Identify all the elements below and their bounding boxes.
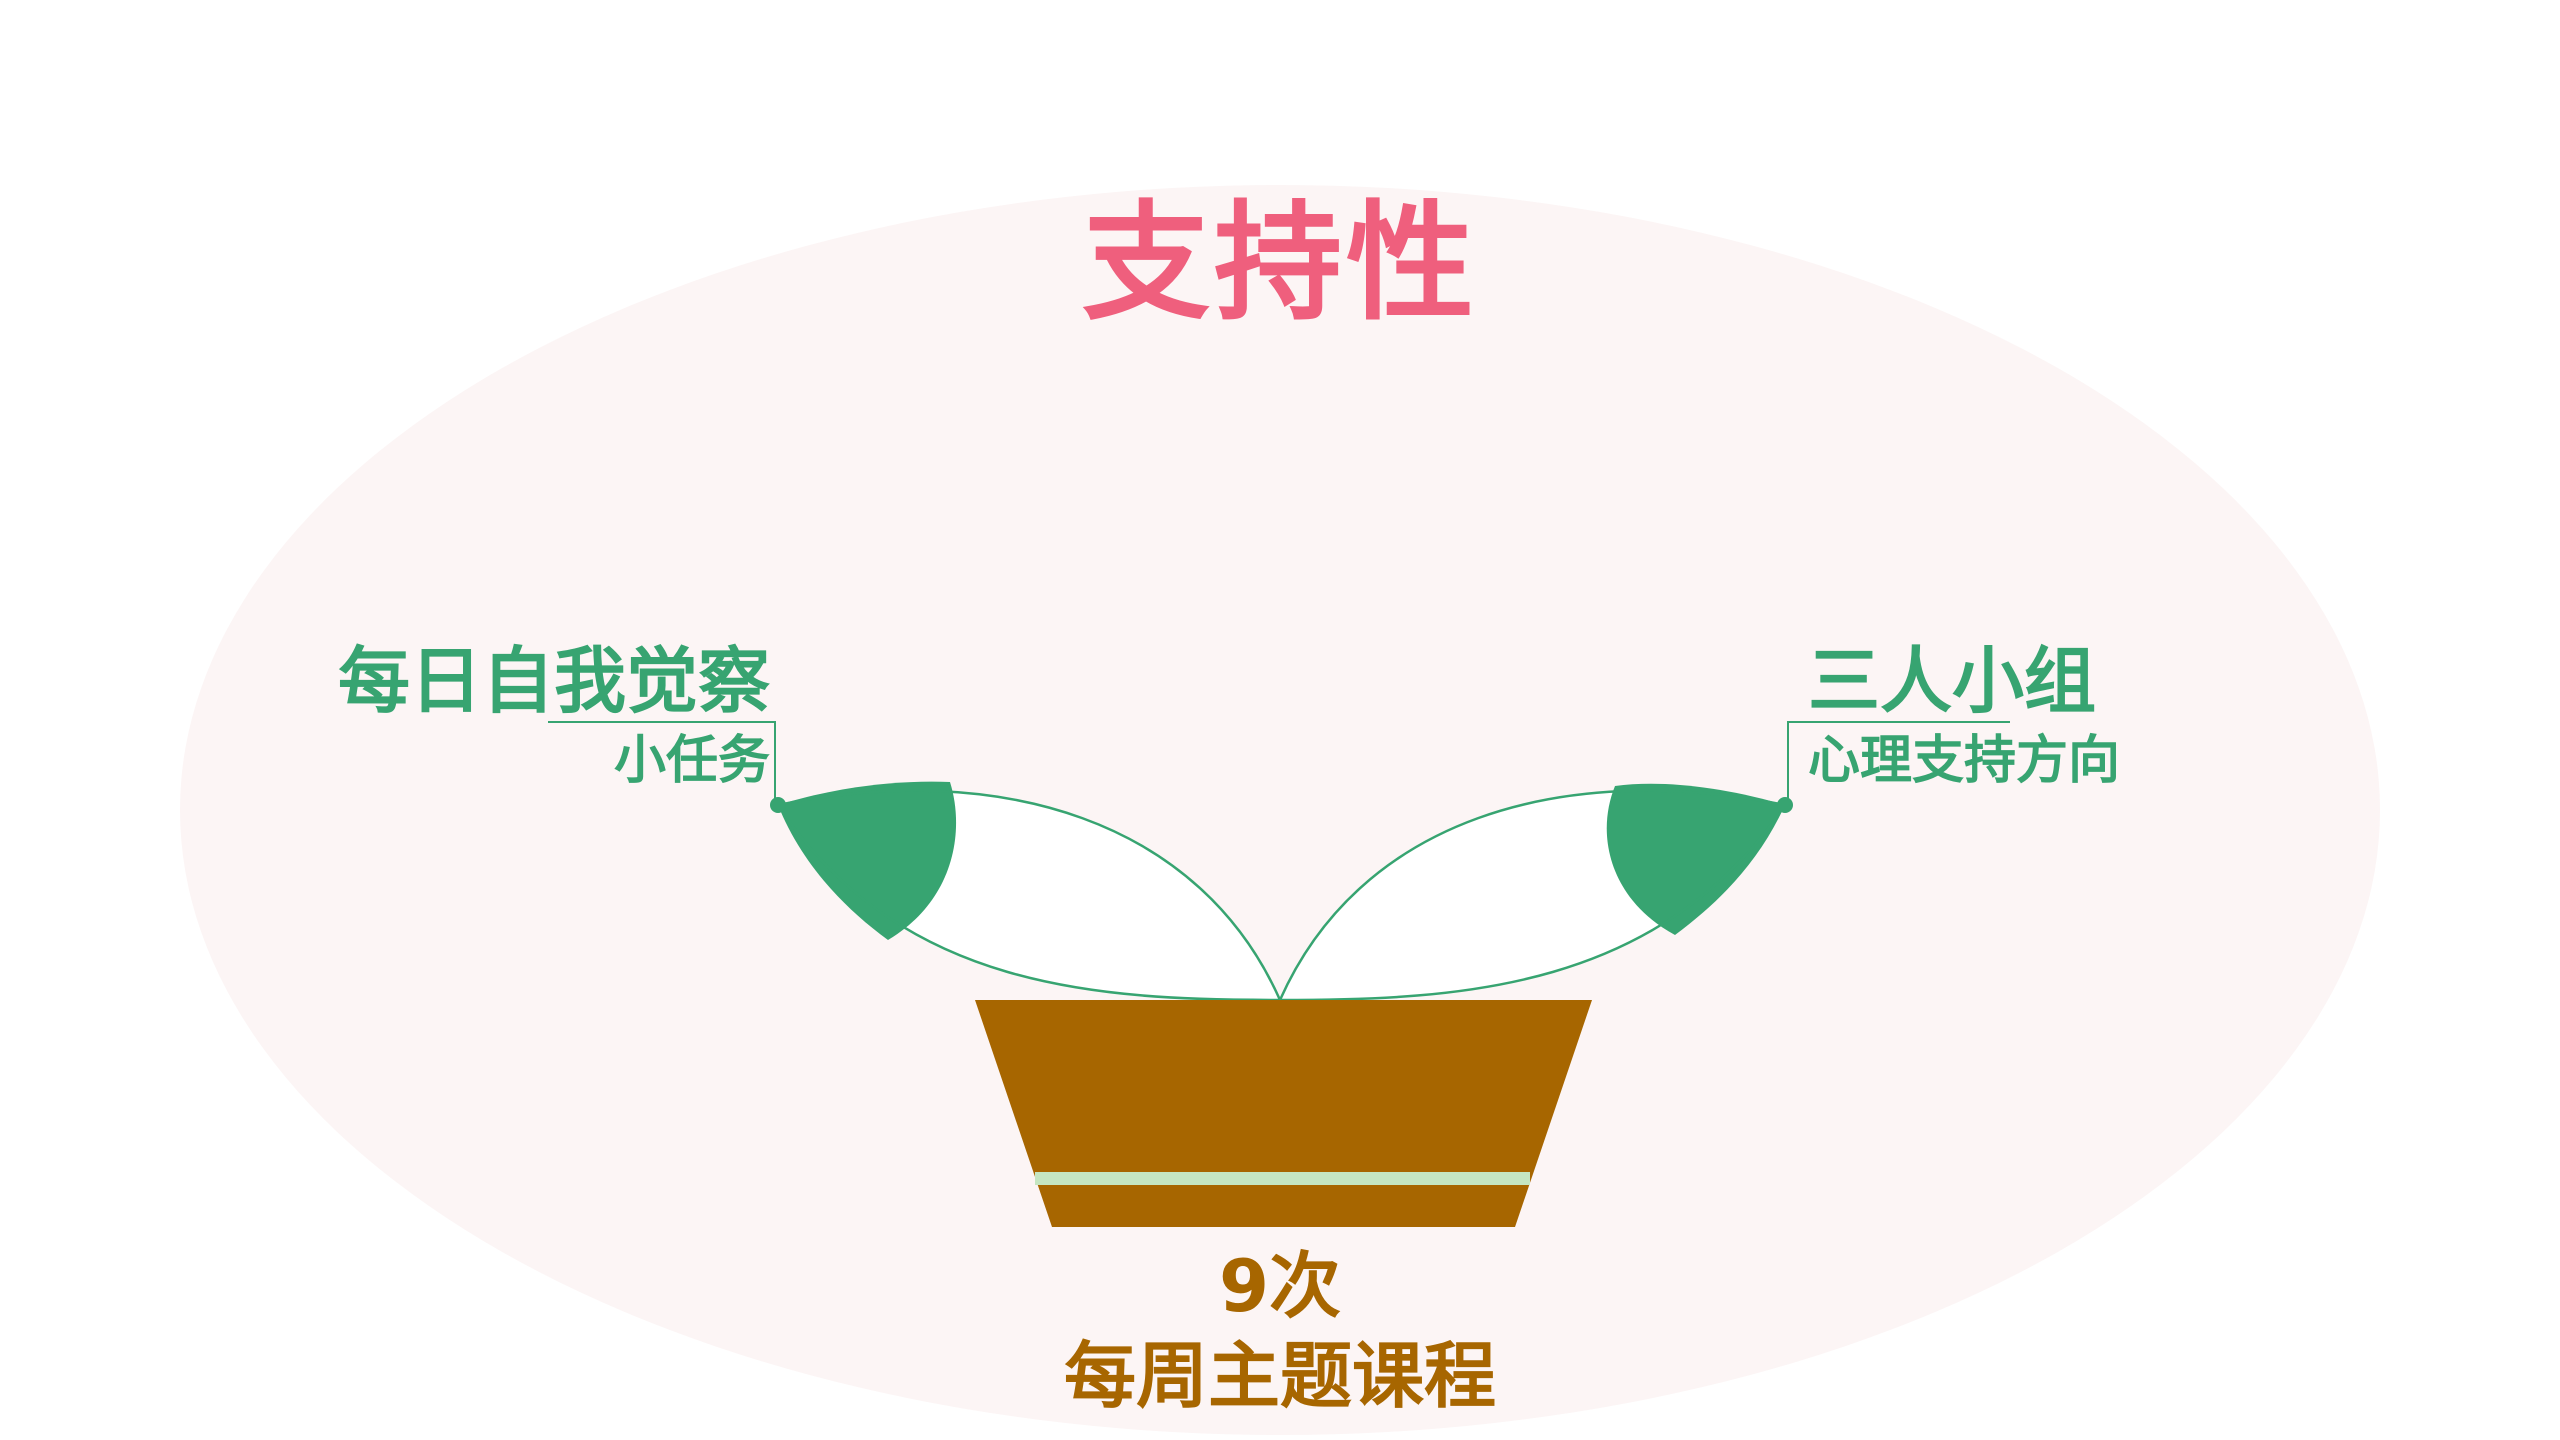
right-leaf-subheading: 心理支持方向 xyxy=(1808,731,2121,791)
right-callout-line xyxy=(1787,721,2010,803)
right-leaf-heading: 三人小组 xyxy=(1808,639,2097,723)
pot-stripe xyxy=(1035,1172,1530,1185)
right-callout xyxy=(1777,721,2010,813)
diagram-title: 支持性 xyxy=(1081,189,1478,338)
left-leaf-subheading: 小任务 xyxy=(613,731,770,791)
left-leaf-tip xyxy=(778,781,957,940)
left-leaf-heading: 每日自我觉察 xyxy=(337,639,770,723)
right-leaf-outline xyxy=(1278,789,1788,1002)
pot-course-label: 每周主题课程 xyxy=(1063,1334,1496,1418)
pot-count-label: 9次 xyxy=(1218,1244,1342,1328)
right-leaf-tip xyxy=(1606,783,1785,935)
right-callout-dot xyxy=(1777,797,1793,813)
flower-pot xyxy=(975,1000,1592,1227)
left-callout-line xyxy=(548,721,776,803)
pot-body xyxy=(975,1000,1592,1227)
right-leaf xyxy=(1278,783,1788,1002)
left-callout-dot xyxy=(770,797,786,813)
background-halo xyxy=(180,185,2380,1435)
left-callout xyxy=(548,721,786,813)
